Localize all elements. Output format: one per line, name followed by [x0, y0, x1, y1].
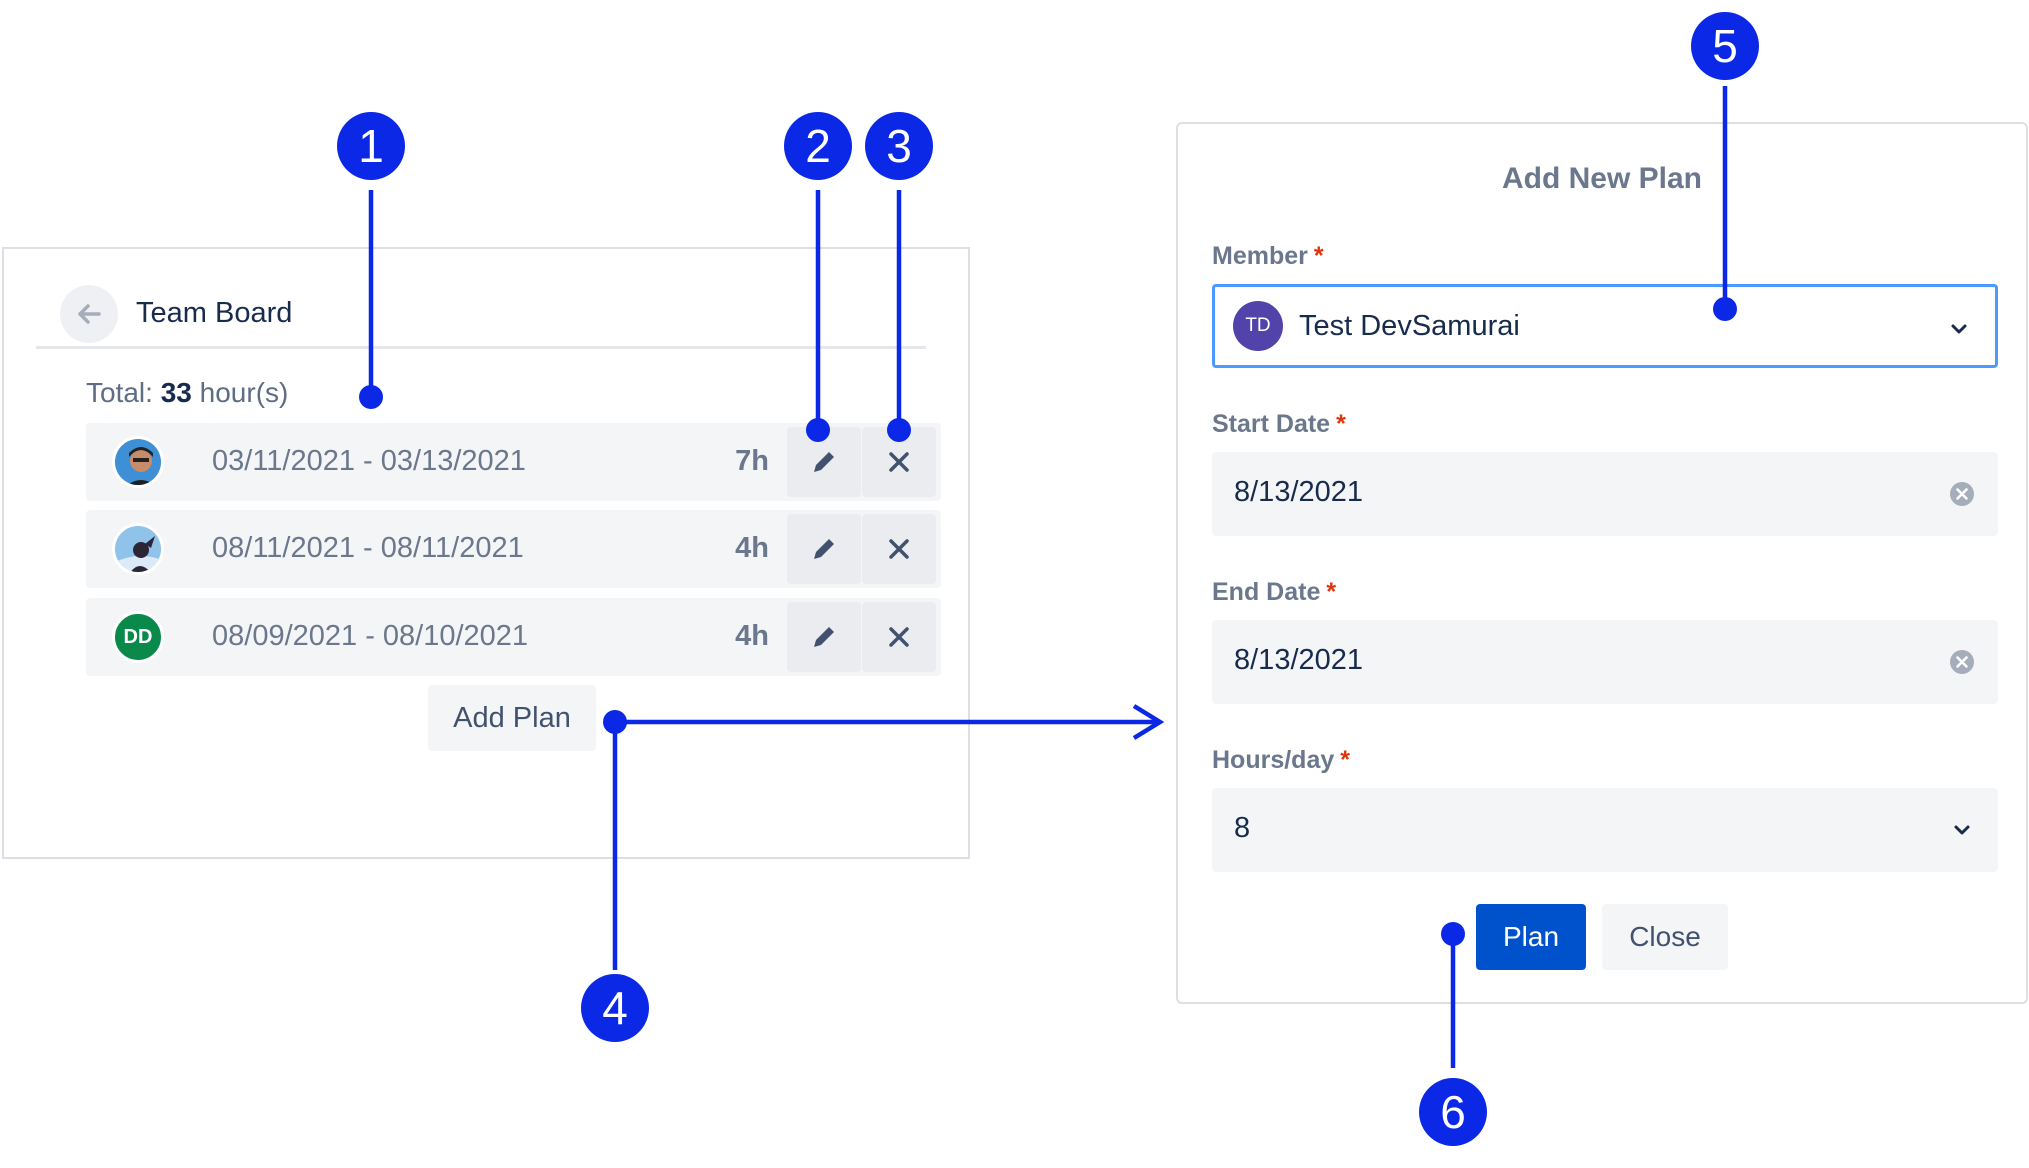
pencil-icon: [814, 452, 834, 472]
plan-button[interactable]: Plan: [1476, 904, 1586, 970]
delete-plan-button[interactable]: [862, 427, 936, 497]
plan-hours: 4h: [735, 532, 769, 564]
add-plan-button[interactable]: Add Plan: [428, 685, 596, 751]
board-header: Team Board: [36, 281, 926, 349]
edit-plan-button[interactable]: [787, 602, 861, 672]
chevron-down-icon: [1954, 825, 1970, 835]
end-date-value: 8/13/2021: [1234, 644, 1364, 676]
plan-row: DD 08/09/2021 - 08/10/2021 4h: [86, 598, 941, 676]
start-date-value: 8/13/2021: [1234, 476, 1364, 508]
close-icon: [889, 627, 909, 647]
clear-icon[interactable]: [1948, 480, 1976, 508]
chevron-down-icon: [1951, 324, 1967, 334]
add-new-plan-dialog: Add New Plan Member* TD Test DevSamurai …: [1176, 122, 2028, 1004]
avatar: [112, 523, 164, 575]
svg-text:6: 6: [1440, 1086, 1466, 1138]
hours-per-day-label: Hours/day*: [1212, 746, 1350, 774]
arrow-left-icon: [78, 303, 101, 324]
close-icon: [889, 452, 909, 472]
plan-hours: 7h: [735, 445, 769, 477]
plan-date-range: 03/11/2021 - 03/13/2021: [212, 445, 526, 477]
avatar: [112, 436, 164, 488]
callout-badge: 6: [1419, 1078, 1487, 1146]
delete-plan-button[interactable]: [862, 514, 936, 584]
total-hours: Total: 33 hour(s): [86, 377, 289, 408]
page-title: Team Board: [136, 297, 293, 329]
close-button[interactable]: Close: [1602, 904, 1728, 970]
hours-per-day-value: 8: [1234, 812, 1251, 844]
member-label: Member*: [1212, 242, 1324, 270]
callout-badge: 4: [581, 974, 649, 1042]
hours-per-day-select[interactable]: 8: [1212, 788, 1998, 872]
delete-plan-button[interactable]: [862, 602, 936, 672]
edit-plan-button[interactable]: [787, 427, 861, 497]
svg-text:2: 2: [805, 120, 831, 172]
end-date-label: End Date*: [1212, 578, 1337, 606]
team-board-panel: Team Board Total: 33 hour(s) 03/11/2021 …: [2, 247, 970, 859]
member-select[interactable]: TD Test DevSamurai: [1212, 284, 1998, 368]
end-date-input[interactable]: 8/13/2021: [1212, 620, 1998, 704]
pencil-icon: [814, 627, 834, 647]
back-button[interactable]: [60, 284, 118, 343]
pencil-icon: [814, 539, 834, 559]
plan-row: 08/11/2021 - 08/11/2021 4h: [86, 510, 941, 588]
avatar: DD: [112, 611, 164, 663]
plan-hours: 4h: [735, 620, 769, 652]
callout-badge: 5: [1691, 12, 1759, 80]
clear-icon[interactable]: [1948, 648, 1976, 676]
plan-date-range: 08/09/2021 - 08/10/2021: [212, 620, 529, 652]
svg-text:5: 5: [1712, 20, 1738, 72]
start-date-input[interactable]: 8/13/2021: [1212, 452, 1998, 536]
callout-badge: 2: [784, 112, 852, 180]
dialog-title: Add New Plan: [1501, 162, 1703, 195]
plan-date-range: 08/11/2021 - 08/11/2021: [212, 532, 524, 564]
edit-plan-button[interactable]: [787, 514, 861, 584]
svg-text:3: 3: [886, 120, 912, 172]
start-date-label: Start Date*: [1212, 410, 1346, 438]
avatar: TD: [1233, 301, 1283, 351]
callout-badge: 1: [337, 112, 405, 180]
close-icon: [889, 539, 909, 559]
member-value: Test DevSamurai: [1299, 310, 1520, 342]
plan-row: 03/11/2021 - 03/13/2021 7h: [86, 423, 941, 501]
callout-badge: 3: [865, 112, 933, 180]
svg-text:4: 4: [602, 982, 628, 1034]
svg-text:1: 1: [358, 120, 384, 172]
